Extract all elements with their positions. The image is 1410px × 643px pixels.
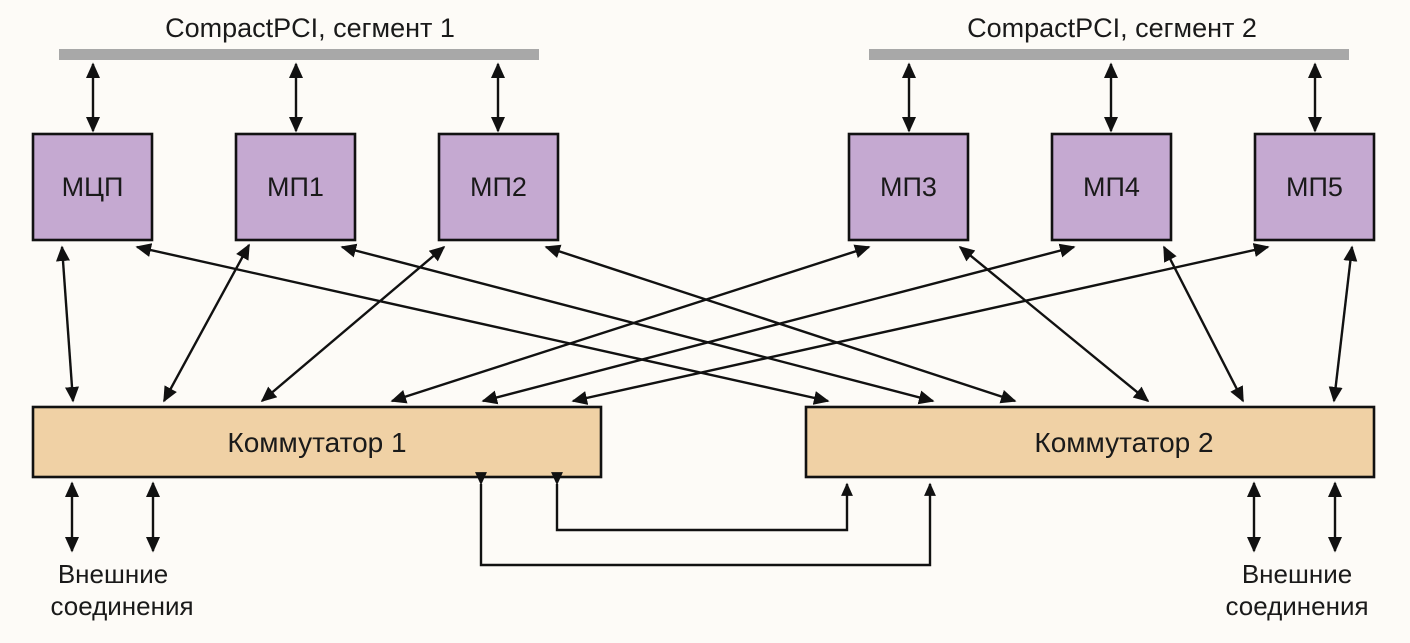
switch-2-box [804,405,1376,479]
switch-1-label: Коммутатор 1 [227,427,406,458]
segment-1-label: CompactPCI, сегмент 1 [165,13,455,43]
module-mp5: МП5 [1253,132,1376,242]
module-mp1-label: МП1 [267,172,324,202]
switch-interconnect [475,472,936,567]
module-mp1: МП1 [234,132,357,242]
link-mp1-sw2 [340,243,935,405]
module-mcp-box [31,132,154,242]
module-mp5-label: МП5 [1286,172,1343,202]
bus-segment-1 [59,49,539,60]
link-mp2-sw1 [260,245,446,403]
bus-module-links [85,62,1323,133]
link-mcp-sw2 [135,243,830,405]
link-mp3-sw2 [958,246,1150,402]
module-mp4-label: МП4 [1083,172,1140,202]
module-mp5-box [1253,132,1376,242]
module-mp1-box [234,132,357,242]
module-mp2-box [437,132,560,242]
link-mp4-sw2 [1162,245,1245,403]
module-mp3-label: МП3 [880,172,937,202]
external-left-label-line1: Внешние [58,559,168,589]
switch-1-box [31,405,603,479]
link-mp3-sw1 [390,244,871,404]
switch-link-inner [551,472,853,532]
module-mp2: МП2 [437,132,560,242]
link-mcp-sw1 [55,245,80,403]
module-mp3-box [847,132,970,242]
link-mp2-sw2 [544,244,1017,404]
external-right-label-line1: Внешние [1242,559,1352,589]
link-mp5-sw1 [571,243,1270,405]
module-mcp-label: МЦП [62,172,124,202]
link-mp5-sw2 [1328,245,1358,403]
module-mp2-label: МП2 [470,172,527,202]
segment-2-label: CompactPCI, сегмент 2 [967,13,1257,43]
external-links [64,481,1343,553]
switch-2: Коммутатор 2 [804,405,1376,479]
module-mcp: МЦП [31,132,154,242]
module-mp3: МП3 [847,132,970,242]
module-mp4: МП4 [1050,132,1173,242]
switch-1: Коммутатор 1 [31,405,603,479]
bus-segment-2 [869,49,1349,60]
switch-link-outer [475,472,936,567]
external-left-label-line2: соединения [50,591,193,621]
external-right-label-line2: соединения [1225,591,1368,621]
switch-2-label: Коммутатор 2 [1034,427,1213,458]
module-mp4-box [1050,132,1173,242]
module-switch-links [55,243,1358,405]
